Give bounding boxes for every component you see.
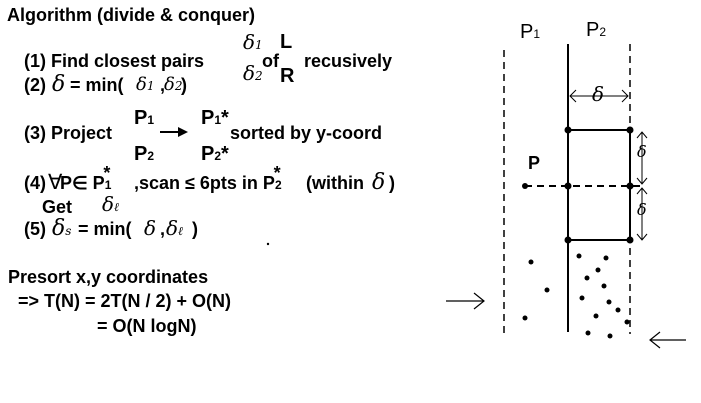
step5-close: ) <box>192 219 198 239</box>
step2-delta2: δ2 <box>164 74 183 95</box>
step1-recursively: recusively <box>304 51 393 71</box>
step4-num: (4) <box>24 173 46 193</box>
step3-p2-star: P2* <box>201 143 229 165</box>
delta-width-label: δ <box>592 82 605 106</box>
step4-p-in-p1: P∈ P1* <box>60 163 112 193</box>
step1-of: of <box>262 51 279 71</box>
step4-close: ) <box>389 173 395 193</box>
step4-scan: ,scan ≤ 6pts in P2* <box>134 163 282 193</box>
step5-delta: δ <box>144 216 157 240</box>
step2-delta: δ <box>52 72 66 97</box>
step2-min: = min( <box>70 75 124 95</box>
step3-p2: P2 <box>134 143 155 165</box>
step5-num: (5) <box>24 219 46 239</box>
step4-within: (within <box>306 173 364 193</box>
step1-delta1: δ1 <box>243 30 263 54</box>
step3-p1: P1 <box>134 107 155 129</box>
algorithm-title: Algorithm (divide & conquer) <box>7 5 256 25</box>
point-p-label: P <box>528 153 541 173</box>
p1-label: P1 <box>520 21 541 43</box>
step3-p1-star: P1* <box>201 107 229 129</box>
step2-delta1: δ1 <box>136 74 155 95</box>
presort-line3: = O(N logN) <box>97 316 197 336</box>
step5-delta-s: δs <box>52 216 72 241</box>
step4-get: Get <box>42 197 73 217</box>
presort-line1: Presort x,y coordinates <box>8 267 209 287</box>
step3-text: (3) Project <box>24 123 113 143</box>
step1-right-label: R <box>280 65 295 87</box>
step4-forall: ∀ <box>48 171 63 194</box>
step2-num: (2) <box>24 75 46 95</box>
step4-delta: δ <box>372 170 386 195</box>
step5-delta-l: δℓ <box>166 216 184 240</box>
step2-close: ) <box>181 75 187 95</box>
step2-comma: , <box>160 75 166 95</box>
step1-left-label: L <box>280 31 293 53</box>
point-p <box>522 183 528 189</box>
delta-height-label-1: δ <box>637 142 647 161</box>
presort-line2: => T(N) = 2T(N / 2) + O(N) <box>18 291 232 311</box>
step5-min: = min( <box>78 219 132 239</box>
step5-comma: , <box>160 219 166 239</box>
step1-delta2: δ2 <box>243 61 263 85</box>
step4-delta-l: δℓ <box>102 192 120 216</box>
p2-label: P2 <box>586 19 607 41</box>
delta-height-label-2: δ <box>637 200 647 219</box>
step3-sorted: sorted by y-coord <box>230 123 383 143</box>
step1-text: (1) Find closest pairs <box>24 51 205 71</box>
